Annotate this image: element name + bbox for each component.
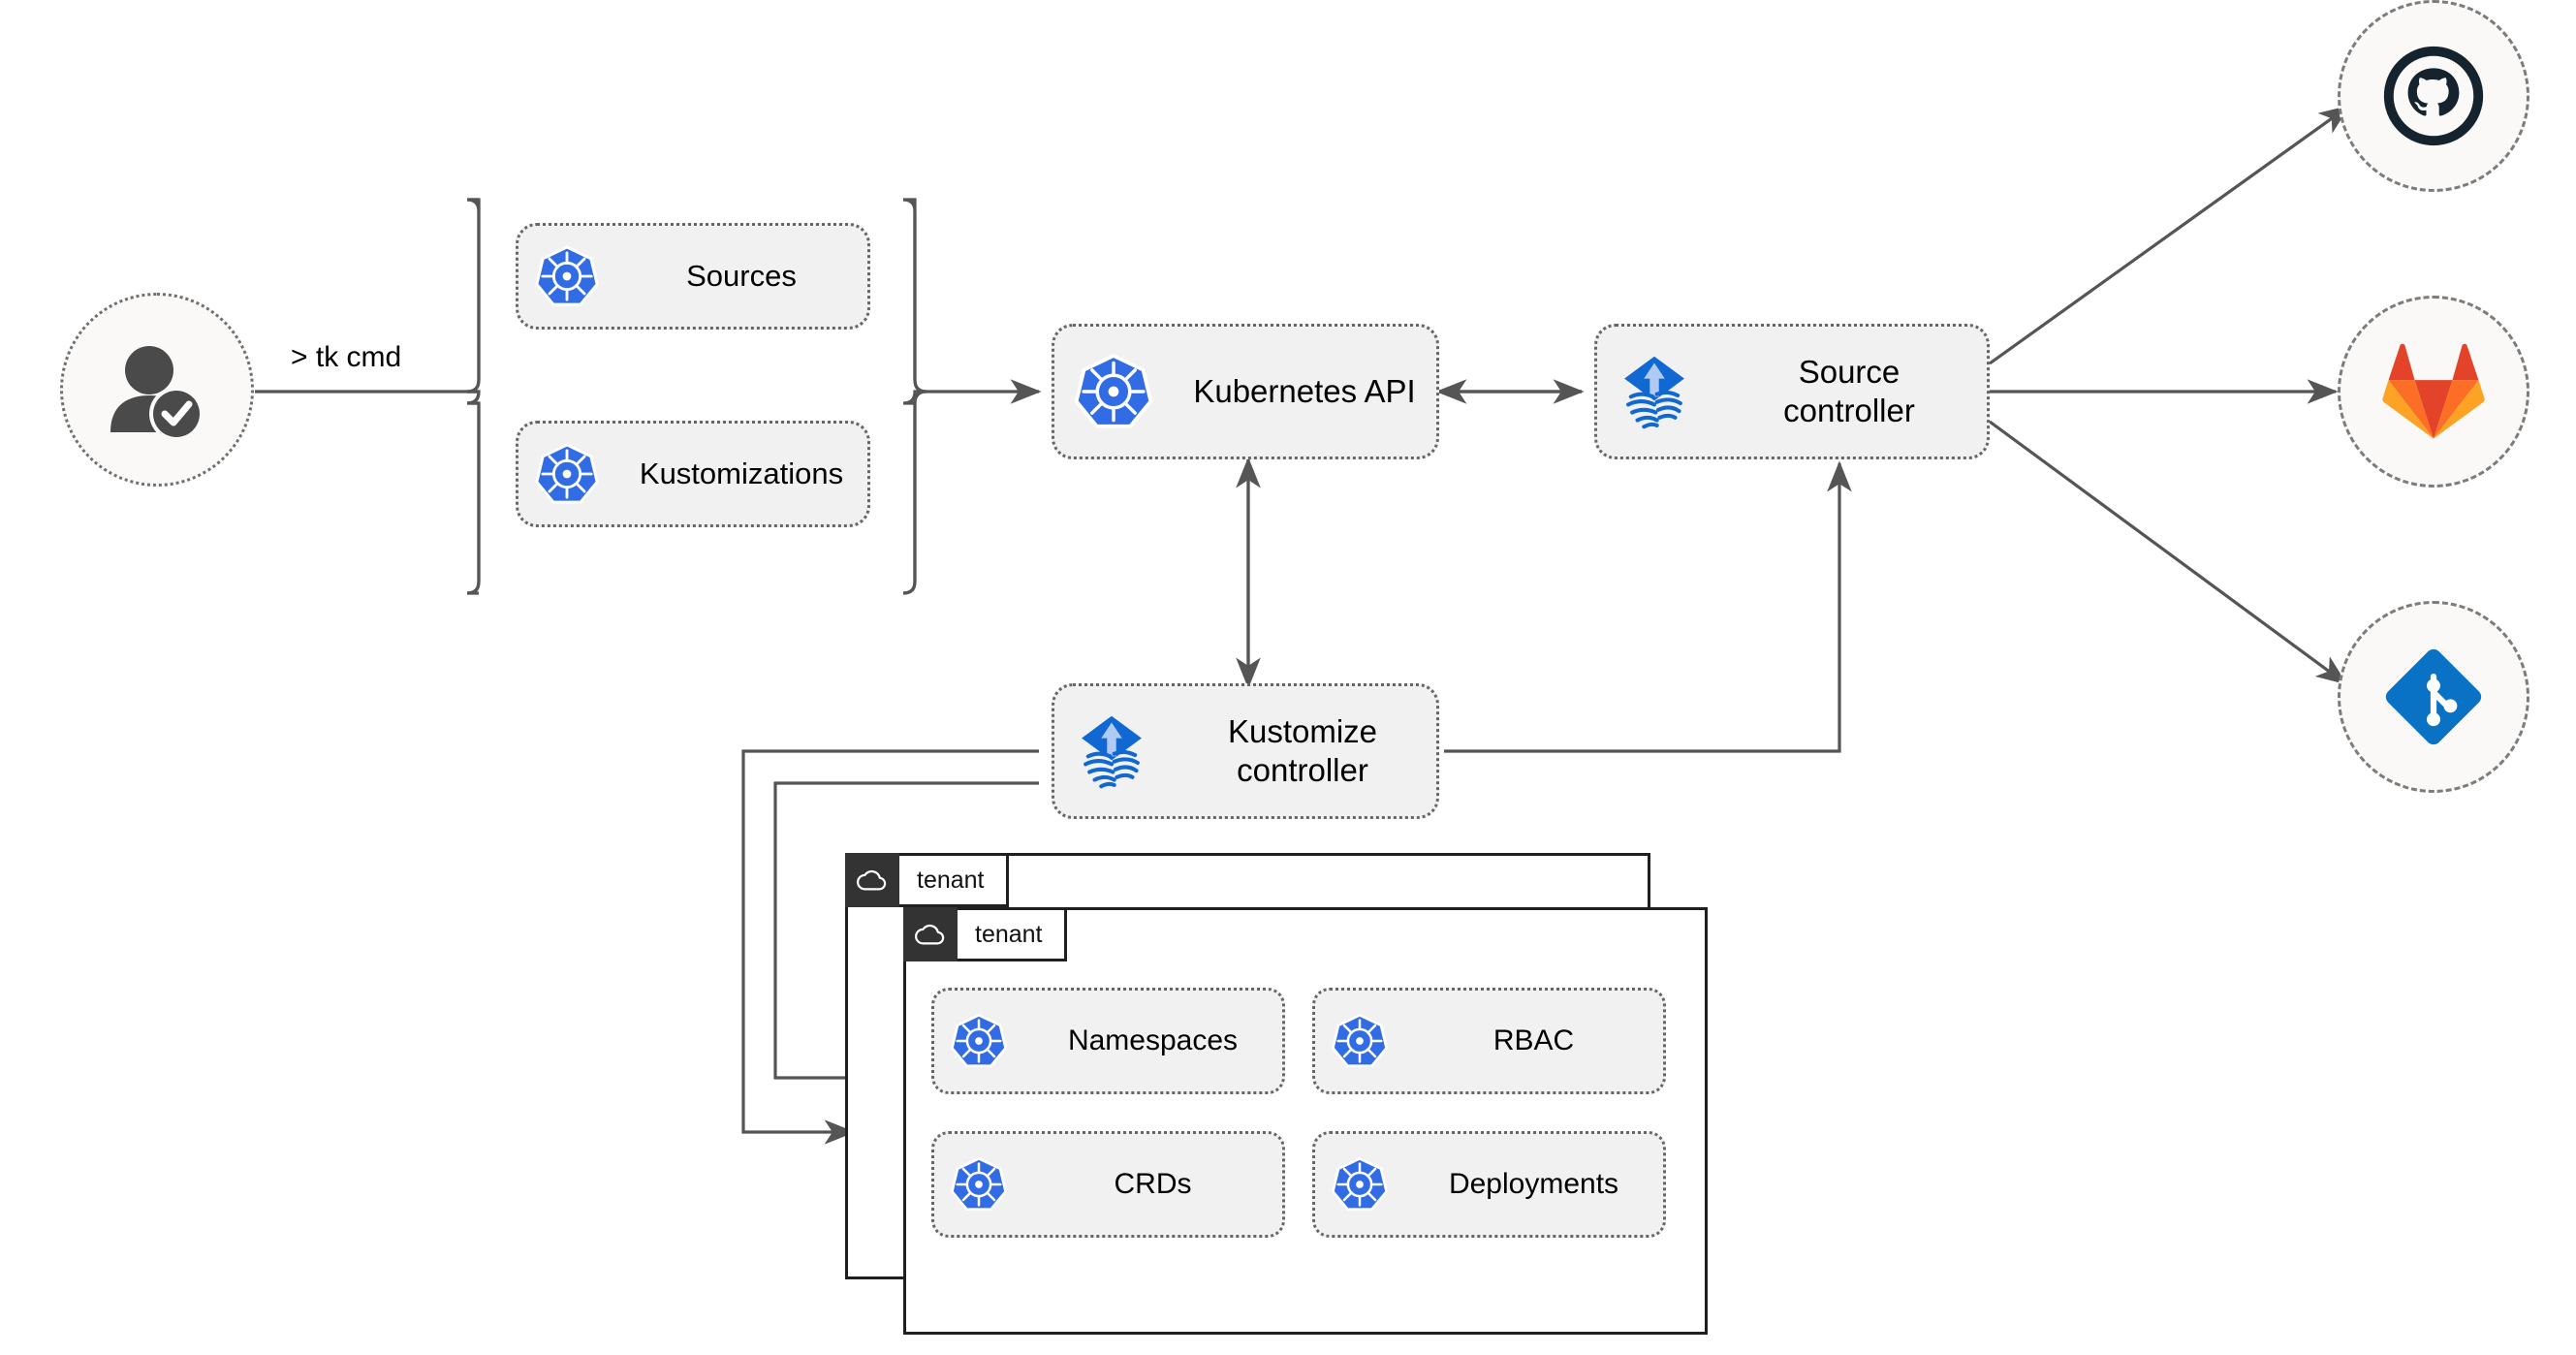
node-label: Kustomize controller: [1227, 712, 1378, 788]
verified-user-icon: [110, 346, 204, 441]
user-node[interactable]: [60, 293, 254, 487]
resource-label: CRDs: [1114, 1168, 1192, 1200]
resource-label: RBAC: [1492, 1024, 1575, 1056]
command-label: > tk cmd: [291, 341, 402, 373]
kubernetes-icon: [934, 1011, 1023, 1071]
node-label: Source controller: [1783, 353, 1915, 428]
provider-github[interactable]: [2338, 0, 2529, 192]
flux-icon: [1597, 350, 1712, 433]
kubernetes-icon: [1315, 1154, 1404, 1214]
kubernetes-icon: [1315, 1011, 1404, 1071]
crd-card-sources[interactable]: Sources: [516, 223, 870, 330]
node-kubernetes-api[interactable]: Kubernetes API: [1052, 324, 1439, 459]
crd-card-kustomizations[interactable]: Kustomizations: [516, 421, 870, 527]
resource-label: Namespaces: [1067, 1024, 1239, 1056]
cloud-icon: [845, 853, 899, 907]
node-source-controller[interactable]: Source controller: [1594, 324, 1990, 459]
cloud-icon: [903, 907, 958, 961]
resource-card-namespaces[interactable]: Namespaces: [931, 988, 1285, 1094]
edge-source-to-git: [1989, 420, 2348, 685]
tenant-panel-2[interactable]: tenant Namespaces: [903, 907, 1708, 1335]
brace-left-open: [466, 198, 481, 595]
kubernetes-icon: [1054, 350, 1173, 433]
tenant-label: tenant: [975, 920, 1043, 948]
edge-kustomize-to-source: [1444, 460, 1852, 753]
kubernetes-icon: [934, 1154, 1023, 1214]
resource-card-crds[interactable]: CRDs: [931, 1131, 1285, 1238]
kubernetes-icon: [518, 242, 615, 310]
tenant-tab: tenant: [903, 907, 1067, 961]
resource-label: Deployments: [1448, 1168, 1619, 1200]
node-kustomize-controller[interactable]: Kustomize controller: [1052, 683, 1439, 819]
edge-source-to-github: [1989, 105, 2351, 365]
resource-card-rbac[interactable]: RBAC: [1312, 988, 1666, 1094]
tenant-label: tenant: [917, 866, 985, 894]
gitlab-icon: [2382, 343, 2485, 439]
crd-card-label: Sources: [686, 259, 797, 294]
resource-card-deployments[interactable]: Deployments: [1312, 1131, 1666, 1238]
flux-icon: [1054, 709, 1169, 793]
brace-right-closed: [902, 198, 927, 595]
kubernetes-icon: [518, 440, 615, 508]
tenant-tab: tenant: [845, 853, 1009, 907]
node-label: Kubernetes API: [1193, 372, 1416, 409]
git-icon: [2385, 648, 2482, 745]
provider-gitlab[interactable]: [2338, 296, 2529, 488]
github-icon: [2383, 46, 2484, 146]
crd-card-label: Kustomizations: [639, 457, 844, 491]
provider-git[interactable]: [2338, 601, 2529, 793]
